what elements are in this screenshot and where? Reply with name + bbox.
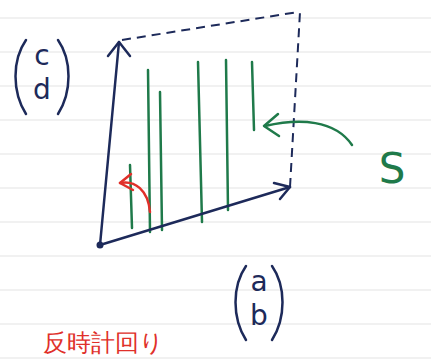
vector-component: d	[33, 76, 51, 104]
vector-component: b	[250, 302, 268, 330]
vector-parenthesis	[16, 40, 283, 340]
area-pointer-head	[264, 114, 279, 136]
area-symbol: S	[379, 148, 406, 190]
area-pointer	[265, 122, 352, 145]
vector-component: a	[250, 268, 267, 296]
vector-component: c	[34, 42, 49, 70]
notebook-lines	[0, 18, 431, 358]
vector-arrow	[100, 42, 290, 245]
rotation-arrow	[120, 174, 150, 212]
origin-dot	[97, 242, 104, 249]
rotation-note: 反時計回り	[43, 331, 164, 355]
